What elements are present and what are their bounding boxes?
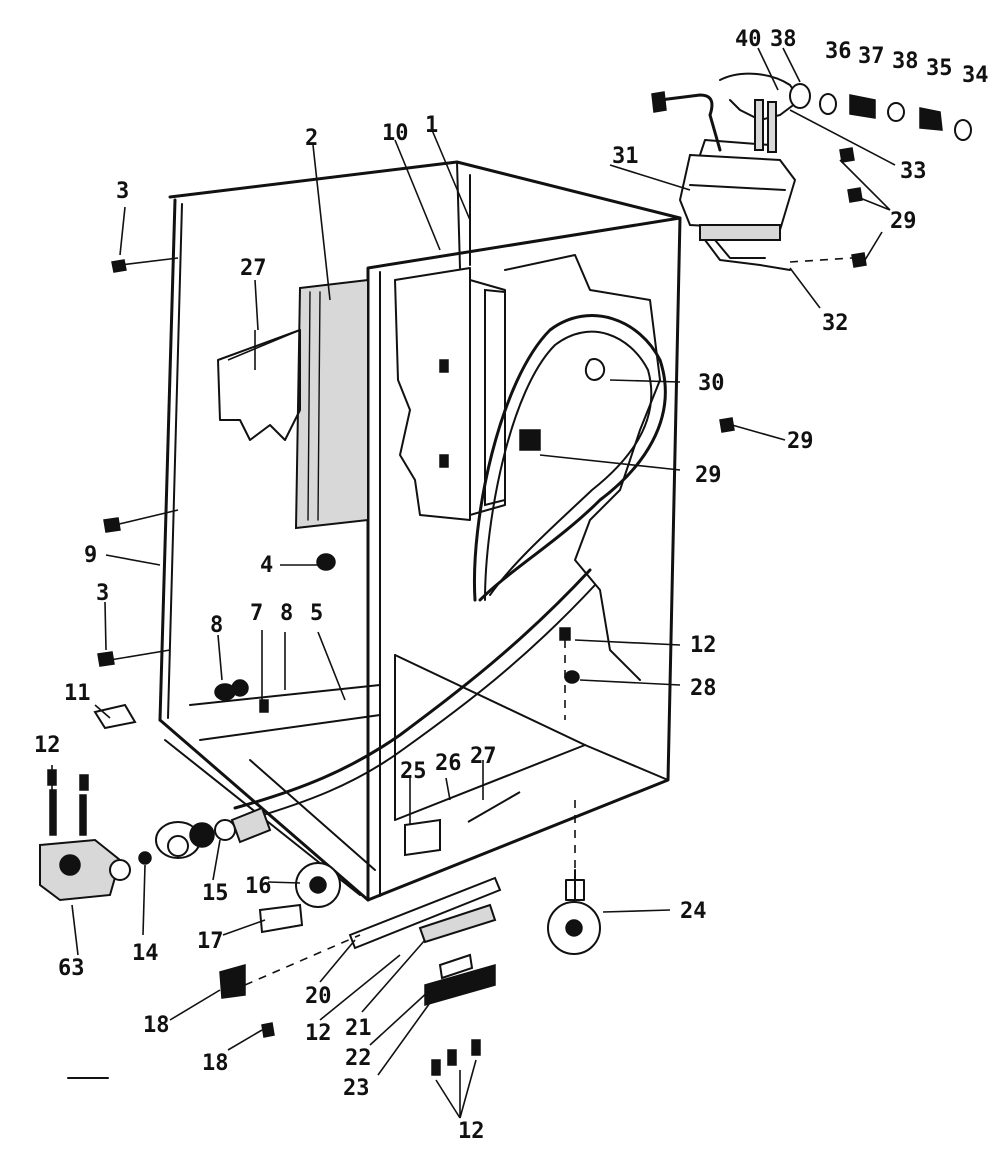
callout-26: 26 — [435, 751, 462, 776]
callout-3-low: 3 — [96, 581, 109, 606]
callout-30: 30 — [698, 371, 725, 396]
callout-17: 17 — [197, 929, 224, 954]
motor-pump-icon — [138, 806, 272, 865]
callout-18-low: 18 — [202, 1051, 229, 1076]
callout-25: 25 — [400, 759, 427, 784]
callout-22: 22 — [345, 1046, 372, 1071]
callout-2: 2 — [305, 126, 318, 151]
cord-hardware-parts — [789, 83, 972, 141]
callout-27-top: 27 — [240, 256, 267, 281]
callout-12-mid: 12 — [305, 1021, 332, 1046]
callout-9: 9 — [84, 543, 97, 568]
callout-29-mid: 29 — [787, 429, 814, 454]
callout-40: 40 — [735, 27, 762, 52]
cabinet-frame-icon — [158, 160, 682, 902]
callout-21: 21 — [345, 1016, 372, 1041]
callout-4: 4 — [260, 553, 273, 578]
power-cord-plug-icon — [651, 72, 801, 153]
water-inlet-valve-icon — [39, 789, 131, 902]
callout-29-top: 29 — [890, 209, 917, 234]
callout-11: 11 — [64, 681, 91, 706]
callout-5: 5 — [310, 601, 323, 626]
callout-34: 34 — [962, 63, 989, 88]
callout-27-low: 27 — [470, 744, 497, 769]
callout-23: 23 — [343, 1076, 370, 1101]
callout-8-left: 8 — [210, 613, 223, 638]
callout-10: 10 — [382, 121, 409, 146]
callout-12-bottom: 12 — [458, 1119, 485, 1144]
callout-8-right: 8 — [280, 601, 293, 626]
fasteners — [47, 147, 867, 1076]
callout-16: 16 — [245, 874, 272, 899]
callout-3-top: 3 — [116, 179, 129, 204]
callout-33: 33 — [900, 159, 927, 184]
callout-63: 63 — [58, 956, 85, 981]
callout-38-top: 38 — [770, 27, 797, 52]
callout-12-right: 12 — [690, 633, 717, 658]
callout-38-right: 38 — [892, 49, 919, 74]
callout-37: 37 — [858, 44, 885, 69]
callout-28: 28 — [690, 676, 717, 701]
callout-32: 32 — [822, 311, 849, 336]
callout-18-top: 18 — [143, 1013, 170, 1038]
junction-box-icon — [678, 139, 797, 271]
callout-20: 20 — [305, 984, 332, 1009]
callout-1: 1 — [425, 113, 438, 138]
drain-hose-icon — [233, 314, 667, 823]
callout-14: 14 — [132, 941, 159, 966]
callout-36: 36 — [825, 39, 852, 64]
leader-lines — [51, 47, 896, 1119]
callout-24: 24 — [680, 899, 707, 924]
callout-15: 15 — [202, 881, 229, 906]
latch-bracket-icon — [219, 818, 502, 1006]
insulation-panel-icon — [217, 254, 661, 681]
callout-7: 7 — [250, 601, 263, 626]
callout-labels: 1 2 3 10 27 40 38 36 37 38 35 34 31 33 2… — [34, 27, 989, 1144]
callout-31: 31 — [612, 144, 639, 169]
callout-12-left: 12 — [34, 733, 61, 758]
callout-35: 35 — [926, 56, 953, 81]
callout-29-low: 29 — [695, 463, 722, 488]
